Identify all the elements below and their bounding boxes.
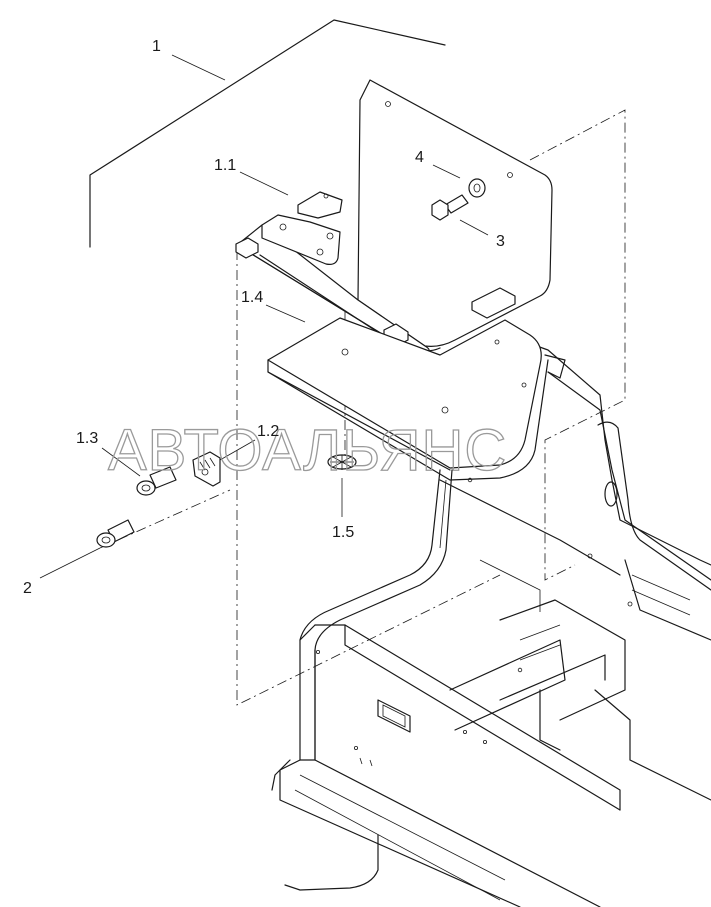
callout-labels: 1 1.1 4 3 1.4 1.3 1.2 1.5 2: [23, 38, 505, 597]
vehicle-frame: [271, 339, 711, 907]
part-1-1-bent-plate: [235, 79, 553, 353]
callout-1-1: 1.1: [214, 157, 236, 174]
callout-1-2: 1.2: [257, 423, 279, 440]
part-3-hex-bolt: [431, 194, 469, 221]
part-1-2-hinge-clip: [192, 451, 221, 487]
part-1-5-clip: [327, 454, 357, 470]
callout-1-5: 1.5: [332, 524, 354, 541]
callout-1: 1: [152, 38, 161, 55]
leader-lines: [39, 54, 489, 579]
part-4-washer: [468, 178, 486, 198]
part-1-3-screw: [136, 466, 177, 496]
callout-1-4: 1.4: [241, 289, 263, 306]
assembly-bracket-line: [89, 19, 446, 248]
callout-1-3: 1.3: [76, 430, 98, 447]
watermark: АВТОАЛЬЯНС: [108, 418, 507, 483]
part-2-screw: [96, 519, 135, 548]
part-1-4-support-plate: [267, 317, 549, 481]
callout-4: 4: [415, 149, 424, 166]
callout-2: 2: [23, 580, 32, 597]
callout-3: 3: [496, 233, 505, 250]
